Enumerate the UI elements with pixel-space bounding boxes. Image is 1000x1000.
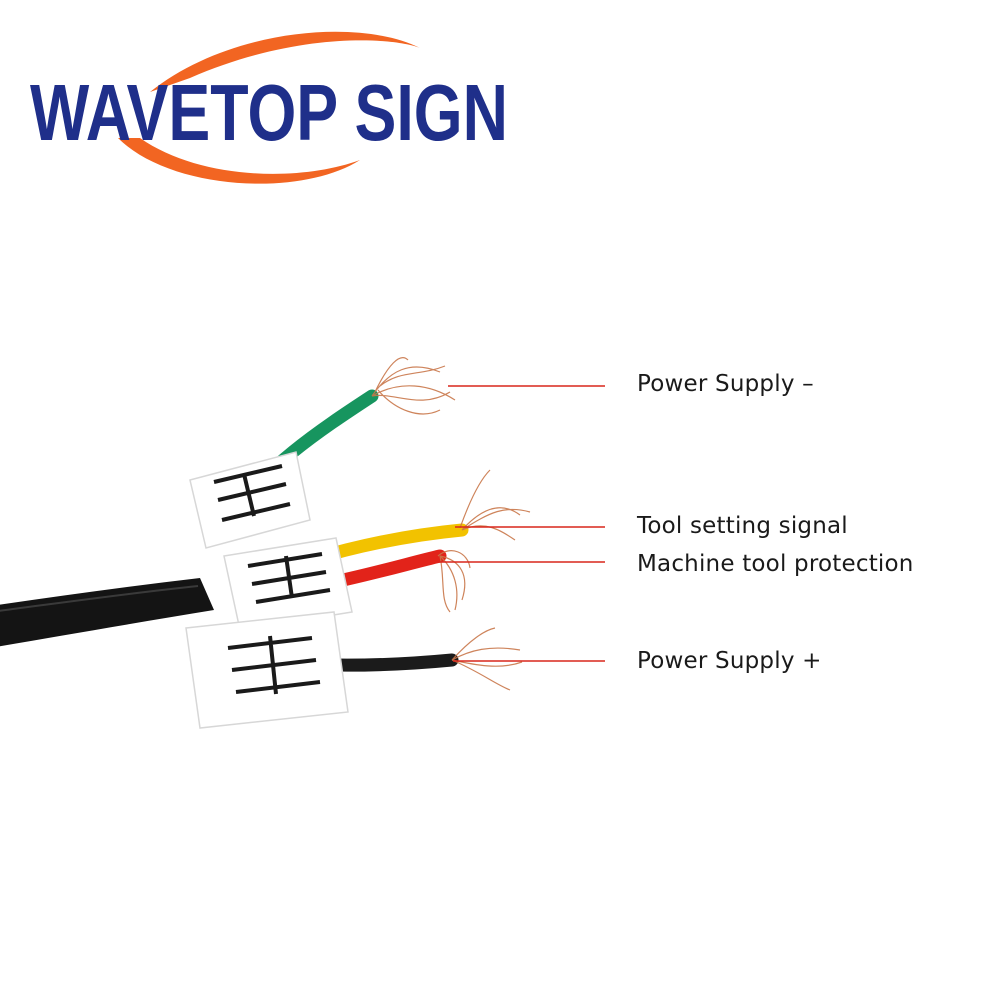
logo-wordmark: WAVETOP SIGN <box>30 68 508 157</box>
callout-label-power-plus: Power Supply + <box>637 648 822 674</box>
logo-swoosh-bottom <box>118 138 360 184</box>
leader-lines <box>438 385 605 662</box>
cable <box>0 578 214 647</box>
callout-label-tool-setting: Tool setting signal <box>637 513 848 539</box>
copper-strands <box>371 357 531 691</box>
tag-markings <box>213 464 331 695</box>
callout-label-power-minus: Power Supply – <box>637 371 814 397</box>
brand-logo: WAVETOP SIGN <box>30 31 508 184</box>
wire-tags <box>185 451 353 729</box>
logo-swoosh-top <box>150 31 420 92</box>
callout-label-machine-protection: Machine tool protection <box>637 551 914 577</box>
wire-tag-3 <box>185 611 349 729</box>
cable-jacket <box>0 578 214 647</box>
